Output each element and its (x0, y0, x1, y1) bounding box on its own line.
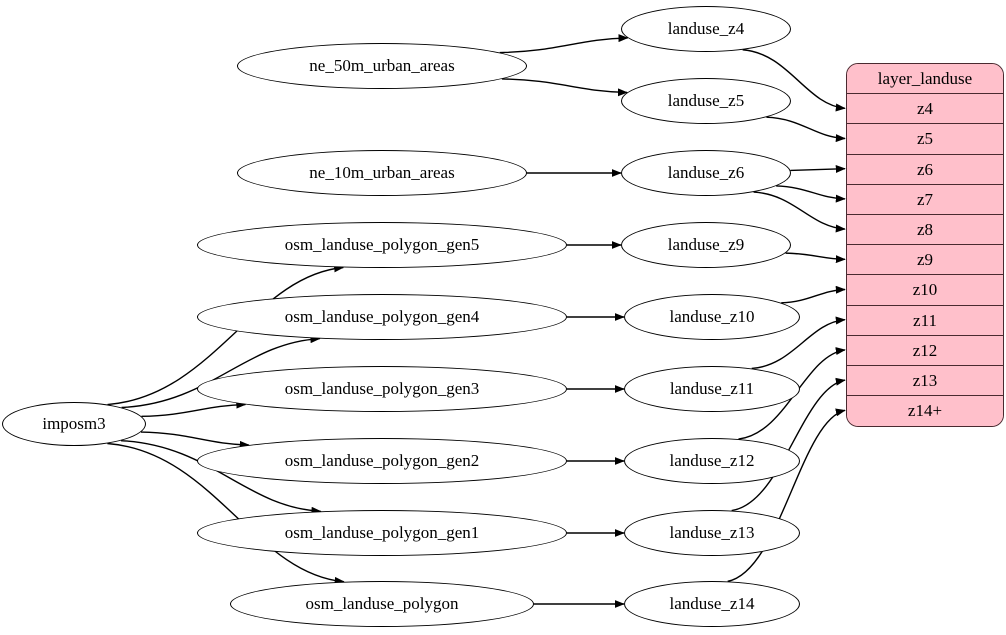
node-landuse-z4[interactable]: landuse_z4 (621, 6, 791, 52)
node-landuse-z9[interactable]: landuse_z9 (621, 222, 791, 268)
node-osm-landuse-polygon-gen4[interactable]: osm_landuse_polygon_gen4 (197, 294, 567, 340)
node-label: osm_landuse_polygon_gen4 (284, 307, 480, 326)
node-landuse-z11[interactable]: landuse_z11 (624, 366, 800, 412)
edge-ne-50m-urban-areas-to-landuse-z5 (501, 78, 628, 97)
node-landuse-z13[interactable]: landuse_z13 (624, 510, 800, 556)
edge-landuse-z5-to-layer-landuse-z5 (766, 116, 846, 143)
table-row-z11[interactable]: z11 (847, 305, 1003, 336)
edge-imposm3-to-osm-landuse-polygon-gen5 (107, 264, 345, 406)
node-landuse-z5[interactable]: landuse_z5 (621, 78, 791, 124)
table-row-z12[interactable]: z12 (847, 335, 1003, 366)
node-label: landuse_z12 (669, 451, 755, 470)
node-label: landuse_z10 (669, 307, 755, 326)
node-ne-10m-urban-areas[interactable]: ne_10m_urban_areas (237, 150, 527, 196)
node-osm-landuse-polygon-gen1[interactable]: osm_landuse_polygon_gen1 (197, 510, 567, 556)
edge-imposm3-to-osm-landuse-polygon-gen3 (141, 400, 247, 418)
edge-imposm3-to-osm-landuse-polygon-gen2 (140, 431, 250, 449)
node-label: landuse_z5 (667, 91, 745, 110)
node-label: landuse_z13 (669, 523, 755, 542)
table-row-z14plus[interactable]: z14+ (847, 396, 1003, 427)
edge-imposm3-to-osm-landuse-polygon-gen4 (121, 335, 321, 409)
edge-landuse-z14-to-layer-landuse-z14- (727, 408, 846, 583)
node-osm-landuse-polygon-gen5[interactable]: osm_landuse_polygon_gen5 (197, 222, 567, 268)
edge-landuse-z6-to-layer-landuse-z6 (790, 164, 846, 173)
edge-imposm3-to-osm-landuse-polygon-gen1 (121, 439, 322, 515)
edge-landuse-z10-to-layer-landuse-z10 (781, 285, 846, 304)
node-label: imposm3 (42, 414, 106, 433)
node-ne-50m-urban-areas[interactable]: ne_50m_urban_areas (237, 43, 527, 89)
edge-imposm3-to-osm-landuse-polygon (107, 442, 345, 585)
node-osm-landuse-polygon-gen3[interactable]: osm_landuse_polygon_gen3 (197, 366, 567, 412)
edge-landuse-z4-to-layer-landuse-z4 (742, 49, 846, 112)
node-label: osm_landuse_polygon (305, 594, 459, 613)
node-label: landuse_z11 (669, 379, 755, 398)
node-landuse-z12[interactable]: landuse_z12 (624, 438, 800, 484)
table-row-z10[interactable]: z10 (847, 275, 1003, 306)
edge-landuse-z6-to-layer-landuse-z8 (753, 191, 846, 233)
node-label: osm_landuse_polygon_gen2 (284, 451, 480, 470)
node-landuse-z14[interactable]: landuse_z14 (624, 581, 800, 627)
node-label: landuse_z9 (667, 235, 745, 254)
edge-ne-50m-urban-areas-to-landuse-z4 (499, 34, 629, 54)
node-label: landuse_z4 (667, 19, 745, 38)
edge-landuse-z6-to-layer-landuse-z7 (776, 185, 846, 203)
table-row-z4[interactable]: z4 (847, 94, 1003, 125)
node-osm-landuse-polygon[interactable]: osm_landuse_polygon (230, 581, 534, 627)
table-row-z9[interactable]: z9 (847, 245, 1003, 276)
node-landuse-z10[interactable]: landuse_z10 (624, 294, 800, 340)
edge-landuse-z11-to-layer-landuse-z11 (751, 316, 846, 370)
node-osm-landuse-polygon-gen2[interactable]: osm_landuse_polygon_gen2 (197, 438, 567, 484)
edge-landuse-z13-to-layer-landuse-z13 (731, 377, 846, 512)
table-row-z13[interactable]: z13 (847, 365, 1003, 397)
edge-landuse-z9-to-layer-landuse-z9 (785, 252, 846, 264)
node-label: ne_10m_urban_areas (309, 163, 455, 182)
table-row-z5[interactable]: z5 (847, 124, 1003, 155)
node-label: osm_landuse_polygon_gen5 (284, 235, 480, 254)
node-label: landuse_z14 (669, 594, 755, 613)
table-header-layer-landuse: layer_landuse (847, 64, 1003, 95)
table-row-z7[interactable]: z7 (847, 184, 1003, 215)
node-landuse-z6[interactable]: landuse_z6 (621, 150, 791, 196)
node-label: osm_landuse_polygon_gen1 (284, 523, 480, 542)
node-label: landuse_z6 (667, 163, 745, 182)
node-label: osm_landuse_polygon_gen3 (284, 379, 480, 398)
node-imposm3[interactable]: imposm3 (2, 402, 146, 446)
table-row-z8[interactable]: z8 (847, 214, 1003, 246)
table-row-z6[interactable]: z6 (847, 154, 1003, 185)
node-label: ne_50m_urban_areas (309, 56, 455, 75)
